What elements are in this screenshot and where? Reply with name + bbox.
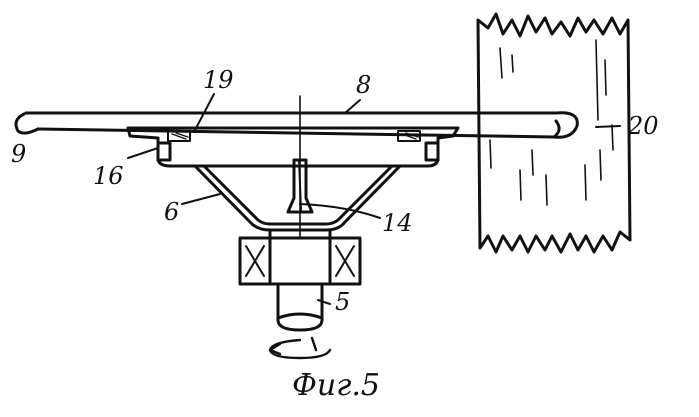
shaft-5 bbox=[278, 284, 322, 330]
bearing-5 bbox=[240, 230, 360, 284]
plate-8 bbox=[16, 113, 577, 138]
label-5: 5 bbox=[335, 290, 350, 314]
label-20: 20 bbox=[628, 114, 659, 138]
label-14: 14 bbox=[382, 211, 413, 235]
label-9: 9 bbox=[11, 142, 26, 166]
label-6: 6 bbox=[164, 200, 179, 224]
wall-block bbox=[478, 14, 630, 252]
cone-hub-6 bbox=[195, 160, 400, 230]
figure-caption: Фиг.5 bbox=[292, 371, 380, 401]
label-19: 19 bbox=[203, 68, 234, 92]
label-8: 8 bbox=[356, 73, 371, 97]
rotation-arrow-icon bbox=[270, 338, 330, 358]
label-16: 16 bbox=[93, 164, 124, 188]
